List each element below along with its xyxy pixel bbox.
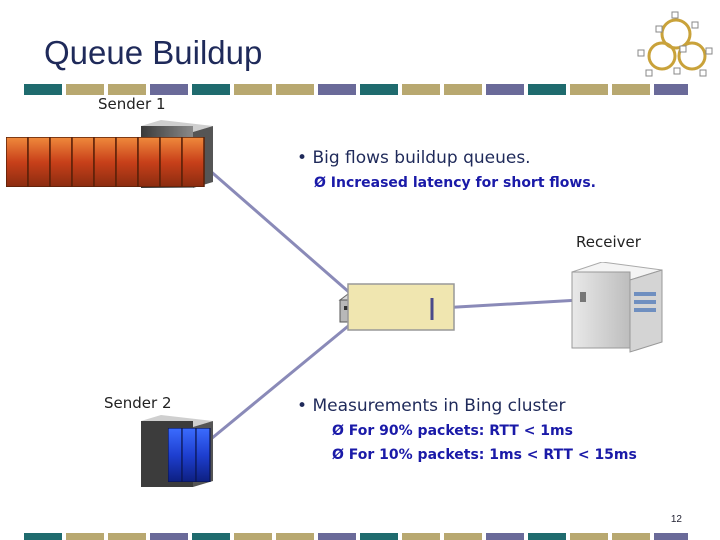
packet-big <box>71 137 95 187</box>
header-stripe <box>192 84 230 95</box>
header-stripe <box>486 84 524 95</box>
packet-big <box>115 137 139 187</box>
slide-title: Queue Buildup <box>44 34 263 71</box>
header-stripe <box>654 84 688 95</box>
sub-bullet-symbol: Ø <box>332 423 344 439</box>
bullet-text: Big flows buildup queues. <box>312 148 531 168</box>
header-stripe <box>528 84 566 95</box>
footer-stripe <box>570 533 608 540</box>
sub-bullet-latency: Ø Increased latency for short flows. <box>314 175 596 191</box>
packet-big <box>27 137 51 187</box>
footer-stripe <box>528 533 566 540</box>
bullet-measurements: • Measurements in Bing cluster <box>297 396 565 416</box>
header-stripe <box>444 84 482 95</box>
packet-big <box>181 137 205 187</box>
receiver-label: Receiver <box>576 233 641 251</box>
footer-stripe <box>444 533 482 540</box>
footer-stripe <box>612 533 650 540</box>
footer-stripe <box>108 533 146 540</box>
packet-big <box>159 137 183 187</box>
footer-stripe <box>402 533 440 540</box>
packet-big <box>137 137 161 187</box>
sender2-label: Sender 2 <box>104 394 172 412</box>
header-stripe <box>66 84 104 95</box>
server-icon <box>571 262 663 353</box>
bullet-symbol: • <box>297 396 308 416</box>
header-stripe <box>234 84 272 95</box>
header-stripe <box>318 84 356 95</box>
bullet-symbol: • <box>297 148 308 168</box>
header-stripe <box>24 84 62 95</box>
sub-bullet-text: For 10% packets: 1ms < RTT < 15ms <box>348 447 637 463</box>
sub-bullet-text: For 90% packets: RTT < 1ms <box>348 423 573 439</box>
short-flow-packets <box>168 428 211 482</box>
footer-stripe <box>24 533 62 540</box>
sub-bullet-symbol: Ø <box>314 175 326 191</box>
sub-bullet-symbol: Ø <box>332 447 344 463</box>
footer-stripe <box>234 533 272 540</box>
footer-stripe <box>318 533 356 540</box>
footer-stripe <box>192 533 230 540</box>
footer-stripe <box>654 533 688 540</box>
sub-bullet-rtt-90: Ø For 90% packets: RTT < 1ms <box>332 423 573 439</box>
footer-stripe <box>360 533 398 540</box>
packet-big <box>6 137 29 187</box>
footer-stripe <box>150 533 188 540</box>
header-stripe <box>402 84 440 95</box>
packet-big <box>93 137 117 187</box>
page-number: 12 <box>670 514 682 525</box>
bullet-big-flows: • Big flows buildup queues. <box>297 148 531 168</box>
sub-bullet-text: Increased latency for short flows. <box>330 175 596 191</box>
packet-short <box>195 428 211 482</box>
link-sender2-switch <box>199 316 359 450</box>
footer-stripe <box>66 533 104 540</box>
header-stripe <box>150 84 188 95</box>
packet-short <box>181 428 197 482</box>
network-logo-icon <box>637 11 713 77</box>
header-stripe <box>360 84 398 95</box>
footer-stripe <box>276 533 314 540</box>
packet-short <box>168 428 183 482</box>
header-stripe <box>612 84 650 95</box>
switch-queue <box>347 283 455 331</box>
header-stripe <box>108 84 146 95</box>
header-stripe <box>276 84 314 95</box>
sender1-label: Sender 1 <box>98 95 166 113</box>
footer-stripe <box>486 533 524 540</box>
packet-big <box>49 137 73 187</box>
sub-bullet-rtt-10: Ø For 10% packets: 1ms < RTT < 15ms <box>332 447 637 463</box>
bullet-text: Measurements in Bing cluster <box>312 396 566 416</box>
switch-icon <box>338 283 455 331</box>
link-sender1-switch <box>199 160 359 302</box>
big-flow-packets <box>6 137 205 187</box>
link-switch-receiver <box>439 298 581 310</box>
header-stripe <box>570 84 608 95</box>
